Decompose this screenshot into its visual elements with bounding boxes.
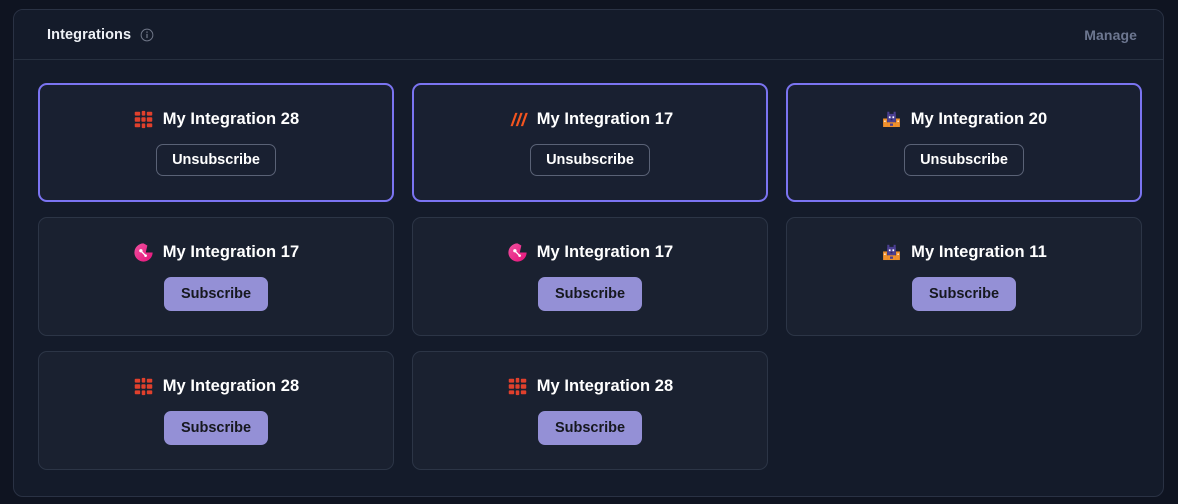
purple-mascot-icon	[883, 244, 901, 261]
integration-card[interactable]: My Integration 17 Subscribe	[412, 217, 768, 336]
integration-title: My Integration 28	[162, 110, 300, 128]
panel-header: Integrations Manage	[14, 10, 1163, 60]
card-header: My Integration 28	[133, 109, 300, 130]
unsubscribe-button[interactable]: Unsubscribe	[904, 144, 1024, 176]
unsubscribe-button[interactable]: Unsubscribe	[530, 144, 650, 176]
red-grid-icon	[508, 377, 526, 396]
info-circle-icon[interactable]	[140, 28, 154, 42]
orange-slashes-icon	[510, 112, 528, 127]
integration-title: My Integration 17	[536, 110, 674, 128]
integration-title: My Integration 17	[536, 243, 674, 261]
integration-card[interactable]: My Integration 17 Subscribe	[38, 217, 394, 336]
integration-card[interactable]: My Integration 28 Unsubscribe	[38, 83, 394, 202]
integration-card[interactable]: My Integration 11 Subscribe	[786, 217, 1142, 336]
integration-title: My Integration 28	[162, 377, 300, 395]
red-grid-icon	[134, 110, 152, 129]
integration-title: My Integration 20	[910, 110, 1048, 128]
integration-title: My Integration 17	[162, 243, 300, 261]
integration-title: My Integration 28	[536, 377, 674, 395]
page-title: Integrations	[47, 26, 132, 43]
card-header: My Integration 28	[133, 376, 300, 397]
integration-card[interactable]: My Integration 17 Unsubscribe	[412, 83, 768, 202]
card-header: My Integration 17	[507, 109, 674, 130]
card-header: My Integration 17	[507, 242, 674, 263]
card-header: My Integration 11	[881, 242, 1047, 263]
subscribe-button[interactable]: Subscribe	[911, 277, 1017, 311]
subscribe-button[interactable]: Subscribe	[537, 411, 643, 445]
pink-circle-icon	[134, 243, 153, 262]
integration-card[interactable]: My Integration 28 Subscribe	[412, 351, 768, 470]
card-header: My Integration 20	[881, 109, 1048, 130]
integrations-panel: Integrations Manage My Integration 28 Uns…	[13, 9, 1164, 497]
integration-title: My Integration 11	[911, 243, 1047, 261]
pink-circle-icon	[508, 243, 527, 262]
card-header: My Integration 17	[133, 242, 300, 263]
manage-link[interactable]: Manage	[1084, 26, 1137, 43]
header-left-group: Integrations	[47, 27, 154, 43]
subscribe-button[interactable]: Subscribe	[537, 277, 643, 311]
unsubscribe-button[interactable]: Unsubscribe	[156, 144, 276, 176]
purple-mascot-icon	[882, 111, 900, 128]
subscribe-button[interactable]: Subscribe	[163, 411, 269, 445]
subscribe-button[interactable]: Subscribe	[163, 277, 269, 311]
integration-card[interactable]: My Integration 20 Unsubscribe	[786, 83, 1142, 202]
card-header: My Integration 28	[507, 376, 674, 397]
integration-card[interactable]: My Integration 28 Subscribe	[38, 351, 394, 470]
red-grid-icon	[134, 377, 152, 396]
